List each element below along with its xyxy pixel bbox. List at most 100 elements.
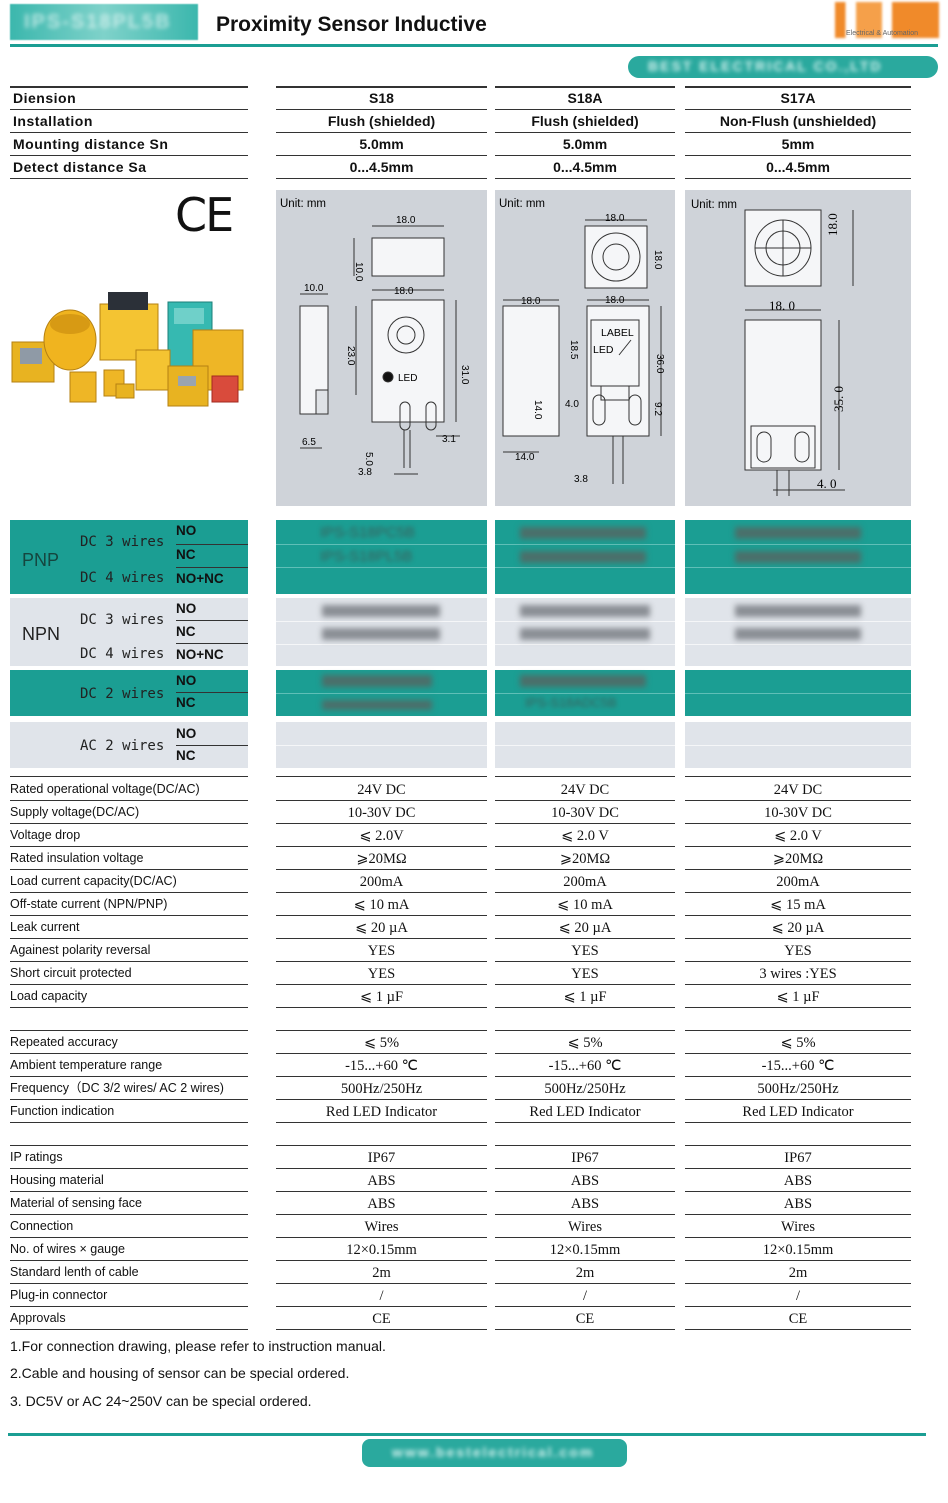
- redacted-code: [322, 700, 432, 710]
- spec-value: 12×0.15mm: [685, 1238, 911, 1261]
- spec-value: CE: [495, 1307, 675, 1330]
- dim: 9.2: [652, 402, 663, 416]
- contact-no: NO: [176, 601, 197, 616]
- spec-value: 500Hz/250Hz: [495, 1077, 675, 1100]
- spec-label: IP ratings: [10, 1146, 248, 1169]
- brand-tagline: Electrical & Automation: [846, 30, 918, 37]
- note-3: 3. DC5V or AC 24~250V can be special ord…: [10, 1393, 312, 1409]
- redacted-code: [520, 628, 650, 640]
- spec-value: YES: [276, 939, 487, 962]
- dim: 35. 0: [831, 386, 846, 412]
- spec-value: Wires: [685, 1215, 911, 1238]
- spec-value: 24V DC: [495, 778, 675, 801]
- redacted-code: [322, 675, 432, 687]
- spec-value: ⩽ 1 µF: [495, 985, 675, 1008]
- spec-value: /: [276, 1284, 487, 1307]
- spec-label: Load capacity: [10, 985, 248, 1008]
- header-divider: [10, 44, 938, 47]
- spec-value: ⩾20MΩ: [276, 847, 487, 870]
- spec-value: IP67: [276, 1146, 487, 1169]
- dim: 5.0: [363, 452, 374, 466]
- redacted-code: [520, 527, 646, 539]
- redacted-code: [322, 628, 440, 640]
- spec-value: 12×0.15mm: [276, 1238, 487, 1261]
- spec-label: Short circuit protected: [10, 962, 248, 985]
- model-s18a: S18A: [495, 87, 675, 110]
- spec-label: Voltage drop: [10, 824, 248, 847]
- wires-label: DC 4 wires: [80, 570, 165, 586]
- dim: 18.0: [605, 213, 625, 224]
- dim: 18.0: [394, 286, 414, 297]
- dim: 10.0: [304, 283, 324, 294]
- spec-value: -15...+60 ℃: [685, 1054, 911, 1077]
- model-s17a: S17A: [685, 87, 911, 110]
- value: 5.0mm: [495, 133, 675, 156]
- dim: 18.0: [521, 296, 541, 307]
- value: 0...4.5mm: [276, 156, 487, 179]
- spec-value: Wires: [495, 1215, 675, 1238]
- unit-label: Unit: mm: [280, 198, 326, 210]
- spec-value: /: [495, 1284, 675, 1307]
- spec-value: 2m: [495, 1261, 675, 1284]
- spec-value: 24V DC: [276, 778, 487, 801]
- dim: 14.0: [515, 452, 535, 463]
- contact-nc: NC: [176, 624, 196, 639]
- spec-label: Rated insulation voltage: [10, 847, 248, 870]
- spec-value: ⩽ 5%: [495, 1031, 675, 1054]
- spec-value: YES: [276, 962, 487, 985]
- spec-label: Approvals: [10, 1307, 248, 1330]
- band-pnp: [10, 520, 248, 594]
- spec-value: ⩽ 10 mA: [495, 893, 675, 916]
- spec-label: Connection: [10, 1215, 248, 1238]
- type-npn: NPN: [22, 624, 61, 644]
- divider: [685, 86, 911, 88]
- label-tag: LABEL: [601, 327, 634, 339]
- spec-value: ⩽ 2.0 V: [495, 824, 675, 847]
- unit-label: Unit: mm: [691, 199, 737, 211]
- spec-value: ABS: [276, 1169, 487, 1192]
- spec-value: /: [685, 1284, 911, 1307]
- spec-label: Frequency（DC 3/2 wires/ AC 2 wires): [10, 1077, 248, 1100]
- spec-value: -15...+60 ℃: [495, 1054, 675, 1077]
- dim: 31.0: [459, 365, 470, 385]
- band-npn: [10, 598, 248, 666]
- led-label: LED: [398, 373, 417, 384]
- contact-nc: NC: [176, 547, 196, 562]
- footer-divider: [8, 1433, 926, 1436]
- value: 0...4.5mm: [495, 156, 675, 179]
- note-2: 2.Cable and housing of sensor can be spe…: [10, 1365, 350, 1381]
- spec-value: ⩽ 5%: [685, 1031, 911, 1054]
- wires-label: DC 3 wires: [80, 612, 165, 628]
- spec-value: ABS: [685, 1192, 911, 1215]
- spec-value: ⩾20MΩ: [685, 847, 911, 870]
- spec-value: Red LED Indicator: [495, 1100, 675, 1123]
- dim: 18.0: [825, 213, 840, 236]
- value: Flush (shielded): [276, 110, 487, 133]
- dim: 18.0: [652, 250, 663, 270]
- dim: 36.0: [654, 354, 665, 374]
- contact-no: NO: [176, 523, 197, 538]
- spec-value: ⩽ 20 µA: [276, 916, 487, 939]
- page-title: Proximity Sensor Inductive: [216, 13, 487, 36]
- redacted-code: [735, 628, 861, 640]
- spec-value: 10-30V DC: [276, 801, 487, 824]
- spec-label: Housing material: [10, 1169, 248, 1192]
- spec-value: Red LED Indicator: [276, 1100, 487, 1123]
- redacted-code: [735, 605, 861, 617]
- divider: [10, 86, 248, 88]
- spec-value: CE: [685, 1307, 911, 1330]
- spec-value: ⩽ 2.0V: [276, 824, 487, 847]
- spec-value: ABS: [685, 1169, 911, 1192]
- redacted-code: [520, 551, 646, 563]
- wires-label: DC 3 wires: [80, 534, 165, 550]
- label-dimension: Diension: [10, 87, 248, 110]
- model-code: IPS-S18PL5B: [320, 548, 413, 565]
- spec-value: Red LED Indicator: [685, 1100, 911, 1123]
- spec-value: ⩽ 1 µF: [276, 985, 487, 1008]
- contact-nonc: NO+NC: [176, 571, 224, 586]
- spec-value: ⩾20MΩ: [495, 847, 675, 870]
- dim: 6.5: [302, 437, 316, 448]
- dim: 3.8: [358, 467, 372, 478]
- spec-value: 10-30V DC: [495, 801, 675, 824]
- value: 0...4.5mm: [685, 156, 911, 179]
